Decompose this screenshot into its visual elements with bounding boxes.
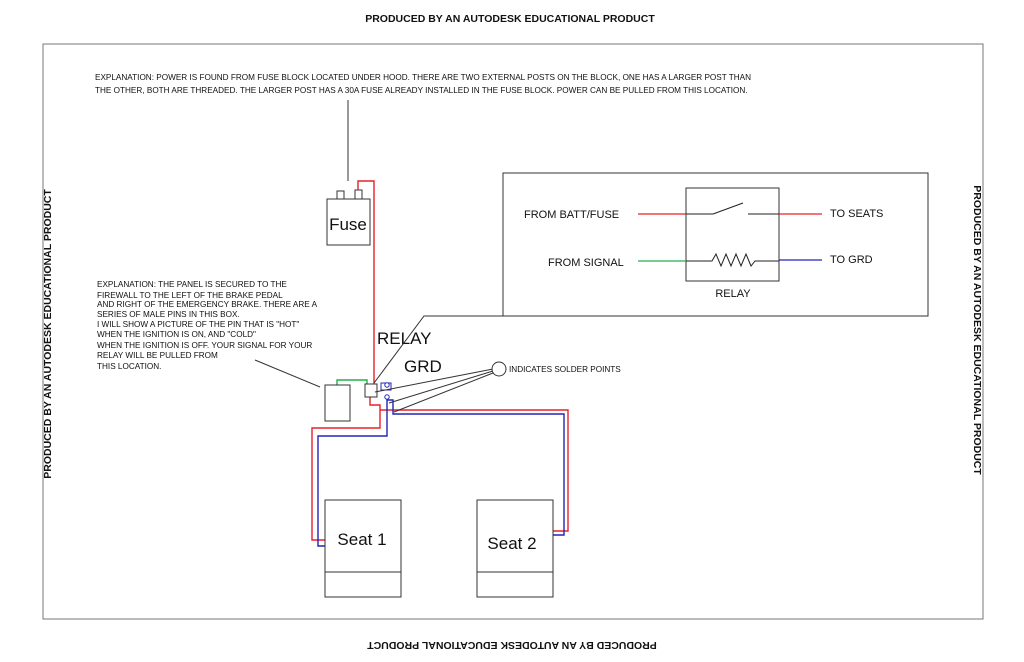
legend-to-seats: TO SEATS xyxy=(830,208,883,220)
wire-power-seat1 xyxy=(311,397,381,541)
panel-note-line-1: EXPLANATION: THE PANEL IS SECURED TO THE xyxy=(97,280,287,289)
panel-note-line-7: WHEN THE IGNITION IS OFF. YOUR SIGNAL FO… xyxy=(97,341,312,350)
wire-ground-seat1 xyxy=(317,397,388,547)
solder-indicator-circle xyxy=(491,361,507,377)
solder-leader-3 xyxy=(393,372,494,413)
power-note-line-1: EXPLANATION: POWER IS FOUND FROM FUSE BL… xyxy=(95,73,751,82)
wires xyxy=(311,180,569,547)
seat-1: Seat 1 xyxy=(324,499,402,598)
relay-coil-symbol xyxy=(686,252,779,268)
seat-1-label: Seat 1 xyxy=(337,530,386,549)
wire-power-fuse-to-relay xyxy=(357,180,375,384)
legend-to-grd: TO GRD xyxy=(830,254,873,266)
solder-leader-1 xyxy=(374,368,494,393)
panel-note-leader xyxy=(254,359,321,388)
power-note: EXPLANATION: POWER IS FOUND FROM FUSE BL… xyxy=(95,73,751,95)
relay-legend-leader xyxy=(373,315,503,384)
solder-indicator: INDICATES SOLDER POINTS xyxy=(374,361,621,413)
wire-signal-panel-to-relay xyxy=(336,379,368,385)
seat-2-label: Seat 2 xyxy=(487,534,536,553)
ignition-panel-box xyxy=(324,384,351,422)
fuse-post-left xyxy=(336,190,345,200)
drawing-frame xyxy=(42,43,984,620)
solder-indicator-label: INDICATES SOLDER POINTS xyxy=(509,365,621,374)
wire-ground-seat2 xyxy=(387,399,565,536)
panel-note-line-9: THIS LOCATION. xyxy=(97,362,161,371)
grd-label: GRD xyxy=(404,357,442,376)
relay-legend-frame xyxy=(502,172,929,317)
panel-note-line-5: I WILL SHOW A PICTURE OF THE PIN THAT IS… xyxy=(97,320,299,329)
panel-note: EXPLANATION: THE PANEL IS SECURED TO THE… xyxy=(97,280,318,371)
solder-point-2 xyxy=(384,394,390,400)
watermark-right: PRODUCED BY AN AUTODESK EDUCATIONAL PROD… xyxy=(971,185,983,475)
seat-2-base xyxy=(476,571,554,598)
solder-leader-2 xyxy=(388,370,494,404)
panel-note-line-4: SERIES OF MALE PINS IN THIS BOX. xyxy=(97,310,240,319)
relay-label: RELAY xyxy=(377,329,432,348)
fuse-label: Fuse xyxy=(329,215,367,234)
seat-1-body xyxy=(324,499,402,573)
relay-connector xyxy=(364,383,378,398)
panel-note-line-8: RELAY WILL BE PULLED FROM xyxy=(97,351,218,360)
relay-switch-symbol xyxy=(686,202,779,215)
seat-2-body xyxy=(476,499,554,573)
seat-1-base xyxy=(324,571,402,598)
legend-from-batt: FROM BATT/FUSE xyxy=(524,209,619,221)
legend-from-signal: FROM SIGNAL xyxy=(548,257,624,269)
panel-note-line-3: AND RIGHT OF THE EMERGENCY BRAKE. THERE … xyxy=(97,300,318,309)
seat-2: Seat 2 xyxy=(476,499,554,598)
relay-legend: FROM BATT/FUSE FROM SIGNAL TO SEATS TO G… xyxy=(373,172,929,384)
watermark-left: PRODUCED BY AN AUTODESK EDUCATIONAL PROD… xyxy=(42,189,54,479)
watermark-top: PRODUCED BY AN AUTODESK EDUCATIONAL PROD… xyxy=(365,13,655,25)
wire-power-seat2 xyxy=(380,409,569,532)
power-note-line-2: THE OTHER, BOTH ARE THREADED. THE LARGER… xyxy=(95,86,748,95)
panel-note-line-6: WHEN THE IGNITION IS ON, AND "COLD" xyxy=(97,330,256,339)
fuse-block: Fuse xyxy=(326,189,371,246)
panel-note-line-2: FIREWALL TO THE LEFT OF THE BRAKE PEDAL xyxy=(97,291,283,300)
watermark-bottom: PRODUCED BY AN AUTODESK EDUCATIONAL PROD… xyxy=(367,639,657,651)
relay-symbol-box xyxy=(685,187,780,282)
solder-point-1 xyxy=(384,382,390,388)
legend-relay-caption: RELAY xyxy=(715,288,751,300)
fuse-post-right xyxy=(354,189,363,200)
fuse-body xyxy=(326,198,371,246)
